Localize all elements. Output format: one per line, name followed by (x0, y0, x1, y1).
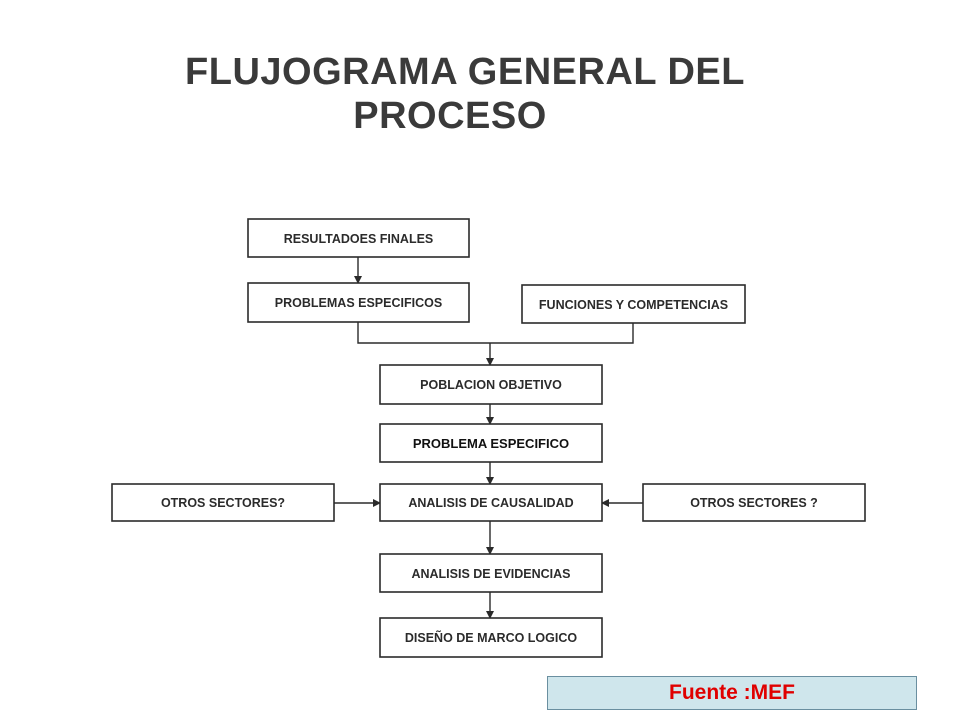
box-problemas-especificos-label: PROBLEMAS ESPECIFICOS (275, 296, 442, 310)
page-title: FLUJOGRAMA GENERAL DEL PROCESO (0, 50, 960, 138)
box-poblacion-objetivo-label: POBLACION OBJETIVO (420, 378, 562, 392)
box-otros-sectores-left: OTROS SECTORES? (111, 483, 335, 522)
box-resultados-finales: RESULTADOES FINALES (247, 218, 470, 258)
connector-problemas-merge (357, 322, 634, 344)
box-otros-sectores-right: OTROS SECTORES ? (642, 483, 866, 522)
box-diseno-marco-logico-label: DISEÑO DE MARCO LOGICO (405, 630, 578, 645)
source-caption: Fuente :MEF (547, 676, 917, 710)
box-analisis-evidencias: ANALISIS DE EVIDENCIAS (379, 553, 603, 593)
box-otros-sectores-right-label: OTROS SECTORES ? (690, 496, 818, 510)
box-funciones-competencias: FUNCIONES Y COMPETENCIAS (521, 284, 746, 324)
box-diseno-marco-logico: DISEÑO DE MARCO LOGICO (379, 617, 603, 658)
box-funciones-competencias-label: FUNCIONES Y COMPETENCIAS (539, 298, 728, 312)
box-analisis-causalidad: ANALISIS DE CAUSALIDAD (379, 483, 603, 522)
box-analisis-causalidad-label: ANALISIS DE CAUSALIDAD (408, 496, 573, 510)
box-otros-sectores-left-label: OTROS SECTORES? (161, 496, 285, 510)
box-problema-especifico-label: PROBLEMA ESPECIFICO (413, 436, 569, 451)
title-line-1: FLUJOGRAMA GENERAL DEL (185, 51, 745, 93)
box-resultados-finales-label: RESULTADOES FINALES (284, 232, 434, 246)
box-poblacion-objetivo: POBLACION OBJETIVO (379, 364, 603, 405)
box-analisis-evidencias-label: ANALISIS DE EVIDENCIAS (411, 567, 570, 581)
box-problema-especifico: PROBLEMA ESPECIFICO (379, 423, 603, 463)
title-line-2: PROCESO (353, 95, 547, 137)
box-problemas-especificos: PROBLEMAS ESPECIFICOS (247, 282, 470, 323)
